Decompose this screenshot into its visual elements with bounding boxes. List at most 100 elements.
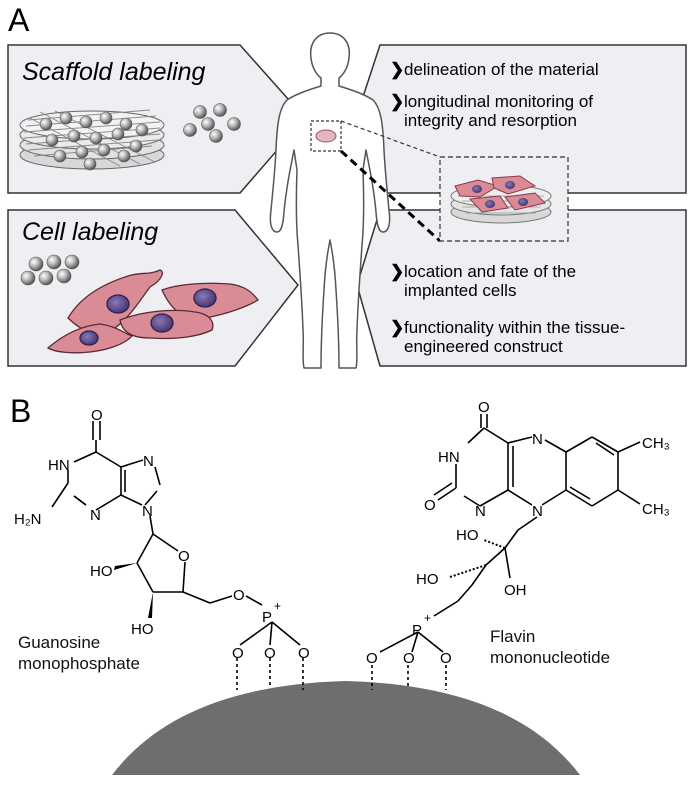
- particle-sphere: [20, 270, 36, 286]
- scaffold-bullet-2: ❯ longitudinal monitoring of integrity a…: [390, 92, 654, 130]
- particle-sphere: [119, 117, 133, 131]
- particle-sphere: [28, 256, 44, 272]
- zoom-line-bottom: [339, 149, 442, 243]
- gmp-label-line1: Guanosine: [18, 633, 101, 652]
- scaffold-bullet-2-text: longitudinal monitoring of integrity and…: [404, 92, 594, 130]
- cell-bullet-1: ❯ location and fate of the implanted cel…: [390, 262, 644, 300]
- cell-bullet-2: ❯ functionality within the tissue-engine…: [390, 318, 679, 356]
- free-particles-scaffold: [183, 103, 241, 143]
- particle-sphere: [38, 270, 54, 286]
- particle-sphere: [129, 139, 143, 153]
- gmp-n7: N: [143, 453, 154, 470]
- particle-sphere: [46, 254, 62, 270]
- particle-sphere: [67, 129, 81, 143]
- particle-sphere: [183, 123, 197, 137]
- fmn-o-top: O: [478, 399, 490, 416]
- gmp-ho-2: HO: [90, 563, 113, 580]
- gmp-po-3: O: [298, 645, 310, 662]
- gmp-po-1: O: [232, 645, 244, 662]
- fmn-ho-1: HO: [456, 527, 479, 544]
- gmp-po-2: O: [264, 645, 276, 662]
- nanoparticle-surface: [112, 681, 580, 775]
- gmp-n9: N: [142, 503, 153, 520]
- particle-sphere: [75, 145, 89, 159]
- scaffold-particles: [39, 111, 149, 171]
- particle-sphere: [56, 268, 72, 284]
- fmn-hn: HN: [438, 449, 460, 466]
- particle-sphere: [97, 143, 111, 157]
- gmp-p: P: [262, 609, 272, 626]
- gmp-oh-wedge: [148, 592, 153, 618]
- particle-sphere: [193, 105, 207, 119]
- scaffold-bullet-1: ❯ delineation of the material: [390, 60, 674, 79]
- gmp-label: Guanosine monophosphate: [18, 632, 140, 674]
- fmn-n-lower: N: [475, 503, 486, 520]
- panel-a-label: A: [8, 2, 30, 38]
- fmn-ho-hash-2: [449, 564, 487, 578]
- chevron-right-icon: ❯: [390, 262, 405, 281]
- panel-b-label: B: [10, 393, 32, 429]
- fmn-p: P: [412, 622, 422, 639]
- gmp-p-plus: +: [274, 599, 281, 613]
- fmn-o-left: O: [424, 497, 436, 514]
- particle-sphere: [117, 149, 131, 163]
- particle-sphere: [79, 115, 93, 129]
- fmn-label-line1: Flavin: [490, 627, 536, 646]
- gmp-n3: N: [90, 507, 101, 524]
- scaffold-labeling-title: Scaffold labeling: [22, 58, 206, 86]
- fmn-label-line2: mononucleotide: [490, 648, 611, 667]
- particle-sphere: [64, 254, 80, 270]
- fmn-n10: N: [532, 503, 543, 520]
- fmn-structure: [371, 414, 641, 690]
- particle-sphere: [213, 103, 227, 117]
- gmp-ester-o: O: [233, 587, 245, 604]
- particle-sphere: [45, 133, 59, 147]
- particle-sphere: [227, 117, 241, 131]
- gmp-carbonyl-o: O: [91, 407, 103, 424]
- fmn-oh: OH: [504, 582, 527, 599]
- implant-marker: [315, 129, 337, 143]
- particle-sphere: [135, 123, 149, 137]
- particle-sphere: [59, 111, 73, 125]
- fmn-ho-hash-1: [483, 539, 506, 549]
- particle-sphere: [53, 149, 67, 163]
- free-particles-cell: [20, 254, 80, 286]
- particle-sphere: [83, 157, 97, 171]
- fmn-label: Flavin mononucleotide: [490, 626, 610, 668]
- gmp-structure: [51, 421, 304, 690]
- chevron-right-icon: ❯: [390, 92, 405, 111]
- cell-labeling-title: Cell labeling: [22, 218, 159, 246]
- cell-bullet-1-text: location and fate of the implanted cells: [404, 262, 577, 300]
- gmp-nh2: H₂N: [14, 511, 42, 528]
- fmn-ch3-top: CH₃: [642, 435, 670, 452]
- fmn-n5: N: [532, 431, 543, 448]
- gmp-label-line2: monophosphate: [18, 654, 140, 673]
- zoom-line-top: [340, 120, 441, 158]
- cell-bullet-2-text: functionality within the tissue-engineer…: [404, 318, 626, 356]
- particle-sphere: [111, 127, 125, 141]
- gmp-n1h: HN: [48, 457, 70, 474]
- labeled-cells: [46, 269, 259, 354]
- particle-sphere: [99, 111, 113, 125]
- particle-sphere: [201, 117, 215, 131]
- fmn-ho-2: HO: [416, 571, 439, 588]
- fmn-po-1: O: [366, 650, 378, 667]
- gmp-ho-3: HO: [131, 621, 154, 638]
- particle-sphere: [89, 131, 103, 145]
- gmp-ho-wedge: [114, 563, 137, 570]
- fmn-po-2: O: [403, 650, 415, 667]
- chevron-right-icon: ❯: [390, 60, 405, 79]
- particle-sphere: [39, 117, 53, 131]
- zoom-scaffold-with-cells: [450, 175, 552, 224]
- fmn-p-plus: +: [424, 611, 431, 625]
- atom-labels: O HN N N N H₂N O HO HO O P + O O O O HN …: [14, 399, 670, 667]
- chevron-right-icon: ❯: [390, 318, 405, 337]
- human-silhouette: [269, 32, 391, 369]
- fmn-po-3: O: [440, 650, 452, 667]
- fmn-ch3-bottom: CH₃: [642, 501, 670, 518]
- gmp-ring-o: O: [178, 548, 190, 565]
- implant-highlight-box: [310, 120, 342, 152]
- scaffold-bullet-1-text: delineation of the material: [404, 60, 599, 79]
